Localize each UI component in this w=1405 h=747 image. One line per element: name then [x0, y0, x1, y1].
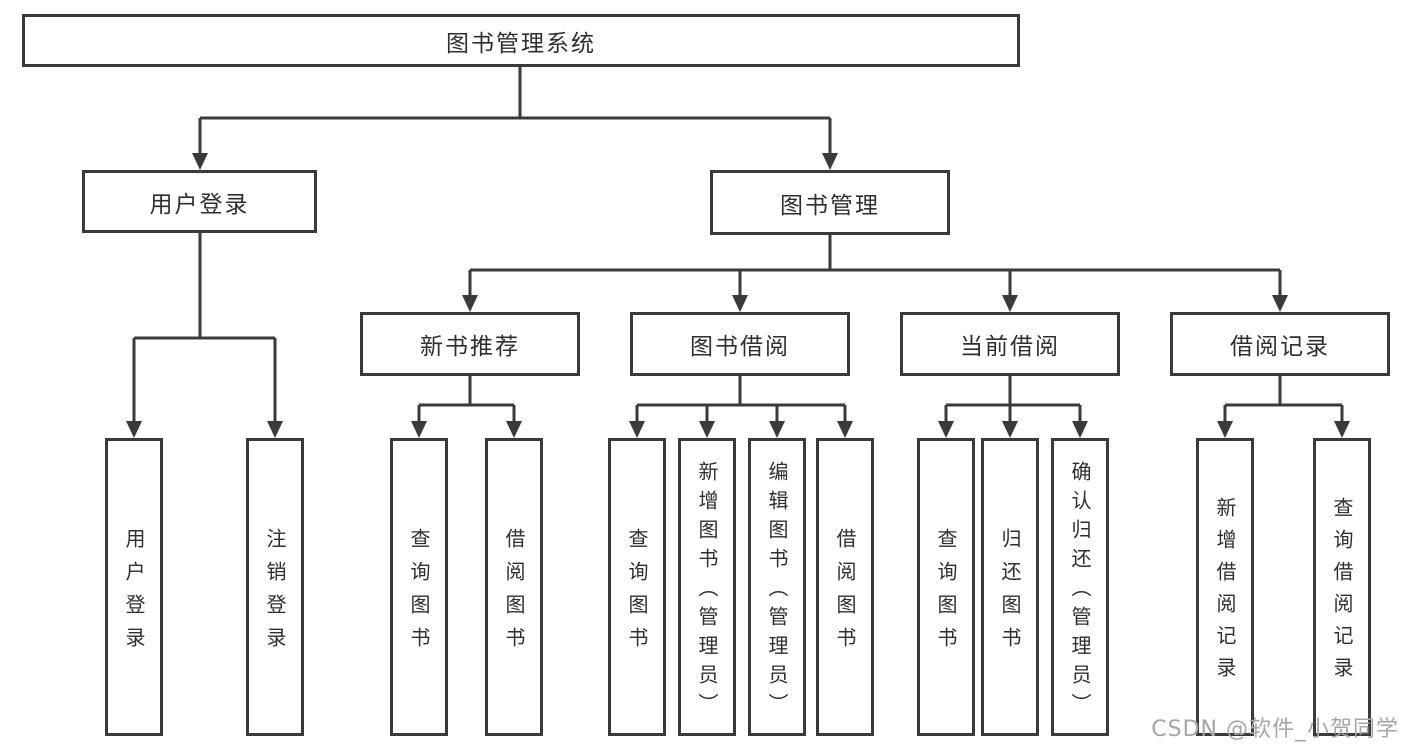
- node-root-label: 图书管理系统: [446, 30, 596, 57]
- leaf-add-borrow-record: 新增借阅记录: [1196, 438, 1254, 736]
- leaf-edit-book-admin-label: 编辑图书（管理员）: [765, 461, 789, 722]
- leaf-borrow-books-borrow: 借阅图书: [816, 438, 874, 736]
- leaf-add-book-admin-label: 新增图书（管理员）: [695, 461, 719, 722]
- leaf-borrow-books-recommend-label: 借阅图书: [502, 527, 526, 660]
- node-book-management: 图书管理: [710, 170, 950, 235]
- arrowheads: [126, 153, 1350, 438]
- node-user-login: 用户登录: [82, 170, 317, 233]
- node-borrowing-records-label: 借阅记录: [1230, 334, 1330, 360]
- node-current-borrowing: 当前借阅: [900, 312, 1120, 376]
- leaf-return-books-label: 归还图书: [998, 527, 1022, 660]
- leaf-query-books-current-label: 查询图书: [934, 527, 958, 660]
- leaf-borrow-books-recommend: 借阅图书: [485, 438, 543, 736]
- watermark: CSDN @软件_小贺同学: [1151, 717, 1399, 742]
- node-new-book-recommendation: 新书推荐: [360, 312, 580, 376]
- node-book-management-label: 图书管理: [780, 192, 880, 219]
- leaf-query-borrow-record: 查询借阅记录: [1313, 438, 1371, 736]
- leaf-confirm-return-admin: 确认归还（管理员）: [1051, 438, 1109, 736]
- tree-edges: [132, 67, 1344, 424]
- leaf-borrow-books-borrow-label: 借阅图书: [833, 527, 857, 660]
- node-new-book-recommendation-label: 新书推荐: [420, 334, 520, 360]
- leaf-query-books-recommend-label: 查询图书: [407, 527, 431, 660]
- leaf-query-books-borrow: 查询图书: [608, 438, 666, 736]
- node-book-borrowing: 图书借阅: [630, 312, 850, 376]
- leaf-query-books-current: 查询图书: [917, 438, 975, 736]
- leaf-query-books-recommend: 查询图书: [390, 438, 448, 736]
- leaf-logout: 注销登录: [246, 438, 304, 736]
- leaf-return-books: 归还图书: [981, 438, 1039, 736]
- node-borrowing-records: 借阅记录: [1170, 312, 1390, 376]
- leaf-edit-book-admin: 编辑图书（管理员）: [748, 438, 806, 736]
- node-root: 图书管理系统: [22, 14, 1020, 67]
- leaf-query-borrow-record-label: 查询借阅记录: [1330, 497, 1354, 689]
- leaf-user-login: 用户登录: [105, 438, 163, 736]
- leaf-add-borrow-record-label: 新增借阅记录: [1213, 497, 1237, 689]
- leaf-confirm-return-admin-label: 确认归还（管理员）: [1068, 461, 1092, 722]
- node-current-borrowing-label: 当前借阅: [960, 334, 1060, 360]
- node-book-borrowing-label: 图书借阅: [690, 334, 790, 360]
- leaf-add-book-admin: 新增图书（管理员）: [678, 438, 736, 736]
- leaf-user-login-label: 用户登录: [122, 527, 146, 660]
- leaf-query-books-borrow-label: 查询图书: [625, 527, 649, 660]
- node-user-login-label: 用户登录: [149, 191, 250, 218]
- leaf-logout-label: 注销登录: [263, 527, 287, 660]
